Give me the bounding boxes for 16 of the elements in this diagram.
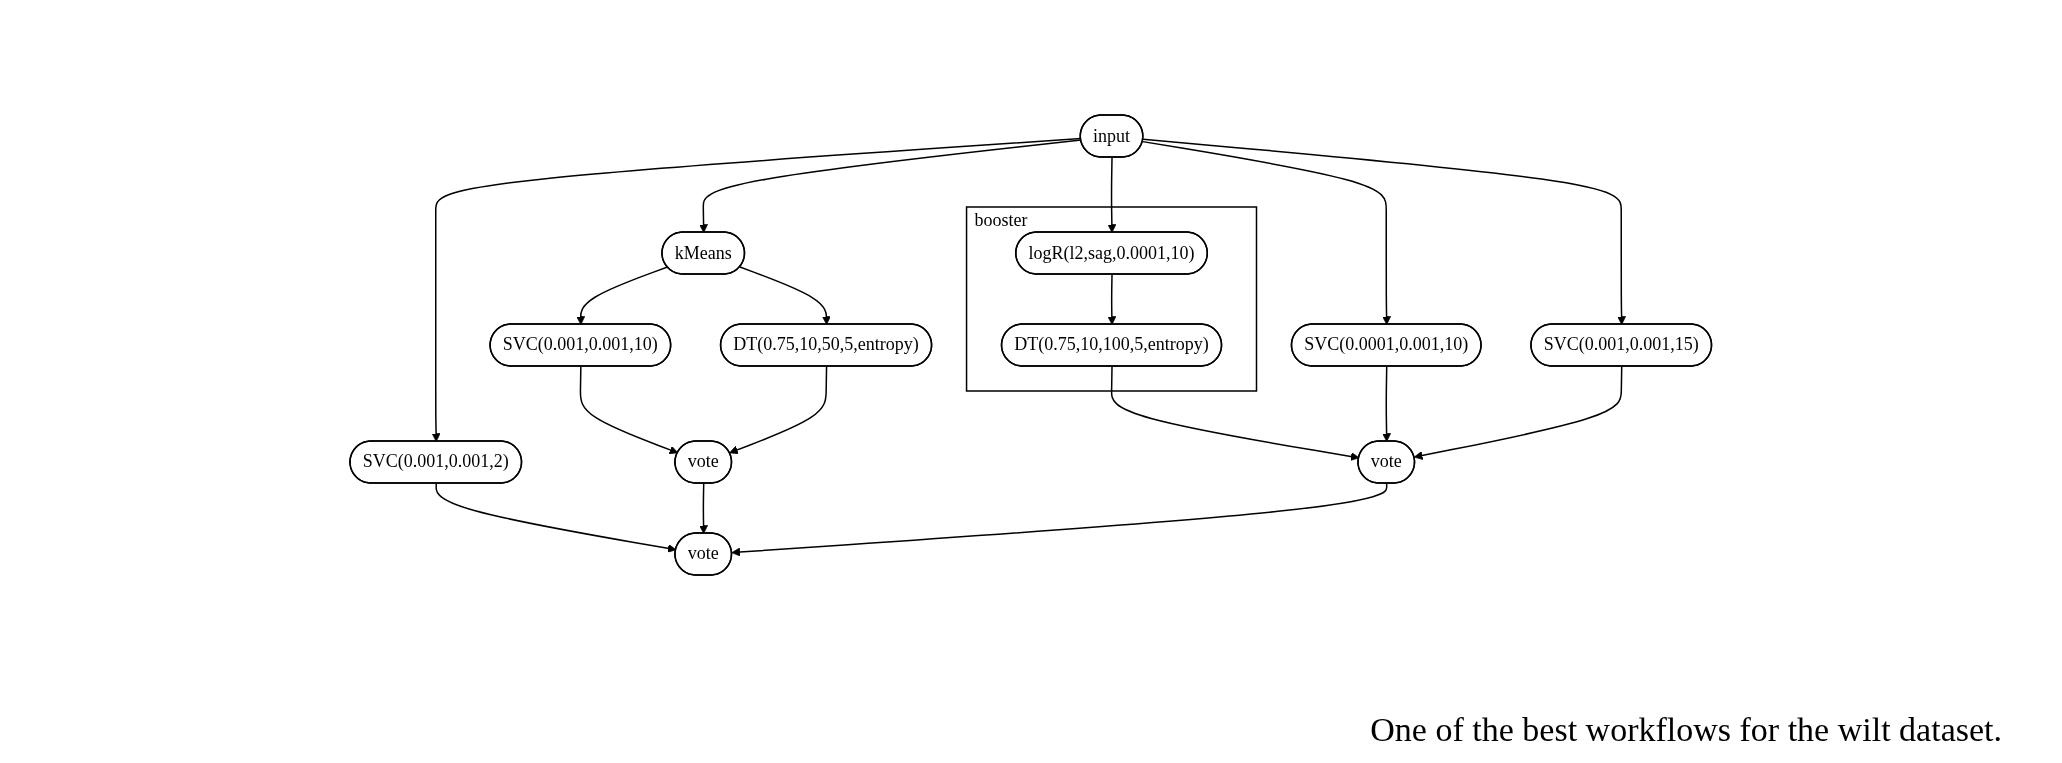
- arrow: [431, 137, 1082, 442]
- arrow: [1107, 156, 1117, 233]
- arrow: [579, 365, 679, 455]
- arrow: [1107, 273, 1117, 325]
- arrow: [699, 482, 709, 534]
- arrow: [1414, 365, 1623, 460]
- arrow: [731, 482, 1388, 557]
- arrow: [1142, 140, 1392, 325]
- arrow: [576, 266, 669, 325]
- arrow: [1111, 365, 1360, 461]
- arrow: [1142, 138, 1627, 325]
- arrow: [729, 365, 828, 455]
- arrow: [739, 266, 832, 325]
- arrow: [1382, 365, 1392, 442]
- caption: One of the best workflows for the wilt dataset.: [1370, 711, 2002, 749]
- arrow: [435, 482, 677, 553]
